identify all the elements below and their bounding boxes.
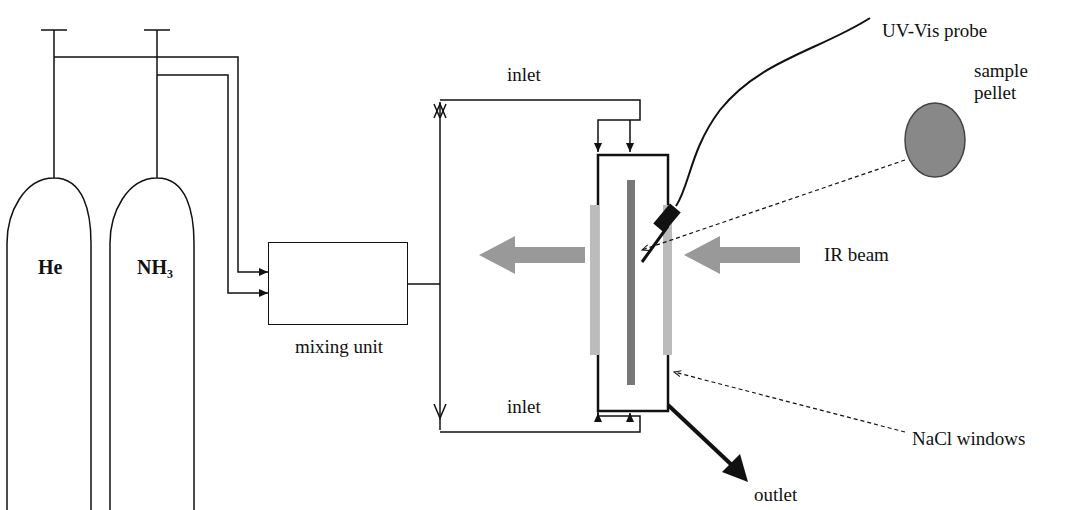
- gas-name: NH₃: [137, 256, 173, 279]
- unit-label: mixing unit: [295, 336, 383, 358]
- gas-line: [157, 75, 268, 293]
- beam-label: IR beam: [822, 244, 891, 266]
- outlet-label: outlet: [752, 484, 799, 506]
- inlet-label: inlet: [505, 64, 543, 86]
- gas-cylinder: NH₃: [108, 28, 196, 510]
- probe-label: UV-Vis probe: [880, 20, 989, 42]
- gas-name: He: [38, 256, 62, 279]
- pellet-label: sample pellet: [972, 60, 1046, 104]
- gas-line: [54, 57, 268, 272]
- window-label: NaCl windows: [910, 428, 1027, 450]
- gas-cylinder: He: [5, 28, 93, 510]
- inlet-label: inlet: [505, 396, 543, 418]
- mixing-unit-box: mixing unit: [268, 242, 408, 325]
